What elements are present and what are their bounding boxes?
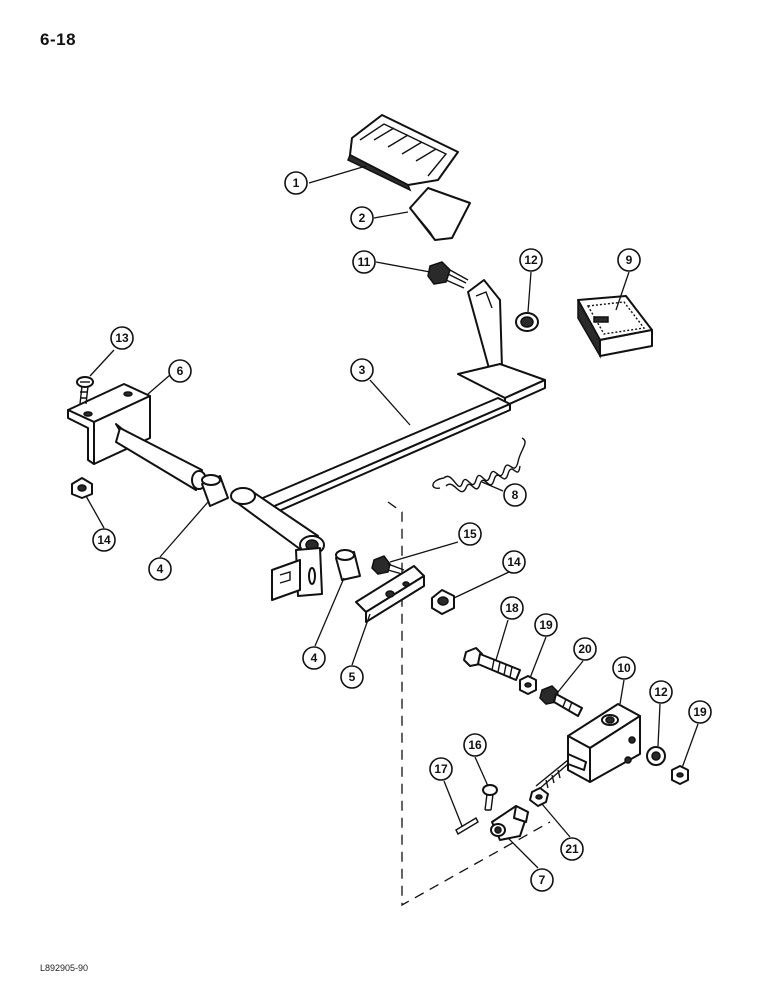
svg-text:4: 4 — [311, 651, 318, 665]
callout-13: 13 — [110, 326, 134, 350]
svg-text:3: 3 — [359, 363, 366, 377]
callout-2: 2 — [350, 206, 374, 230]
callout-5: 5 — [340, 665, 364, 689]
callout-17: 17 — [429, 757, 453, 781]
svg-text:12: 12 — [524, 253, 538, 267]
callout-20: 20 — [573, 637, 597, 661]
pivot-tube — [230, 487, 325, 601]
callout-1: 1 — [284, 171, 308, 195]
nut-part-14-right — [431, 589, 455, 615]
svg-text:2: 2 — [359, 211, 366, 225]
svg-text:13: 13 — [115, 331, 129, 345]
nut-part-12-lower — [646, 746, 666, 766]
svg-text:7: 7 — [539, 873, 546, 887]
bushing-part-4-upper — [201, 474, 229, 507]
callout-14-left: 14 — [92, 528, 116, 552]
clevis-part — [490, 805, 529, 841]
svg-text:14: 14 — [507, 555, 521, 569]
callout-18: 18 — [500, 596, 524, 620]
callout-19-middle: 19 — [534, 613, 558, 637]
reference-code: L892905-90 — [40, 963, 89, 973]
pad-block-part — [577, 295, 653, 359]
svg-text:19: 19 — [539, 618, 553, 632]
bolt-part-20 — [539, 685, 583, 717]
pedal-arm-part — [257, 279, 546, 515]
svg-text:12: 12 — [654, 685, 668, 699]
callout-4-lower: 4 — [302, 646, 326, 670]
callout-9: 9 — [617, 248, 641, 272]
nut-part-14-left — [71, 477, 93, 499]
callout-10: 10 — [612, 656, 636, 680]
callout-4-upper: 4 — [148, 557, 172, 581]
bolt-part-15 — [371, 555, 405, 575]
pedal-pad-part — [347, 114, 459, 192]
nut-part-19-right — [671, 765, 689, 785]
svg-text:6: 6 — [177, 364, 184, 378]
callout-15: 15 — [458, 522, 482, 546]
dashed-boundary — [387, 501, 551, 907]
svg-text:15: 15 — [463, 527, 477, 541]
svg-text:9: 9 — [626, 253, 633, 267]
switch-body-part — [535, 703, 641, 791]
nut-part-19-middle — [519, 675, 537, 695]
callout-3: 3 — [350, 358, 374, 382]
svg-text:19: 19 — [693, 705, 707, 719]
svg-text:10: 10 — [617, 661, 631, 675]
bushing-part-4-lower — [335, 549, 361, 581]
svg-text:14: 14 — [97, 533, 111, 547]
svg-text:17: 17 — [434, 762, 448, 776]
svg-text:4: 4 — [157, 562, 164, 576]
page-number: 6-18 — [40, 30, 77, 49]
svg-text:18: 18 — [505, 601, 519, 615]
nut-part-21 — [529, 787, 549, 807]
nut-part-12-upper — [515, 312, 539, 332]
cotter-pin-part-17 — [455, 817, 479, 835]
bolt-part-11 — [427, 261, 469, 289]
svg-text:8: 8 — [512, 488, 519, 502]
callout-8: 8 — [503, 483, 527, 507]
callout-16: 16 — [463, 733, 487, 757]
callout-6: 6 — [168, 359, 192, 383]
wedge-part — [409, 187, 471, 241]
svg-text:16: 16 — [468, 738, 482, 752]
spring-part — [432, 437, 526, 493]
pin-part-16 — [482, 784, 498, 811]
bracket-part — [67, 383, 207, 491]
leader-lines — [85, 165, 699, 869]
svg-text:5: 5 — [349, 670, 356, 684]
callout-7: 7 — [530, 868, 554, 892]
svg-text:1: 1 — [293, 176, 300, 190]
screw-part-13 — [76, 376, 94, 405]
callout-12-upper: 12 — [519, 248, 543, 272]
svg-text:20: 20 — [578, 642, 592, 656]
plate-part — [355, 565, 425, 623]
callout-14-right: 14 — [502, 550, 526, 574]
callout-21: 21 — [560, 837, 584, 861]
bolt-part-18 — [463, 647, 521, 681]
callout-11: 11 — [352, 250, 376, 274]
svg-text:11: 11 — [358, 255, 371, 269]
callout-12-lower: 12 — [649, 680, 673, 704]
svg-text:21: 21 — [565, 842, 579, 856]
callout-19-right: 19 — [688, 700, 712, 724]
